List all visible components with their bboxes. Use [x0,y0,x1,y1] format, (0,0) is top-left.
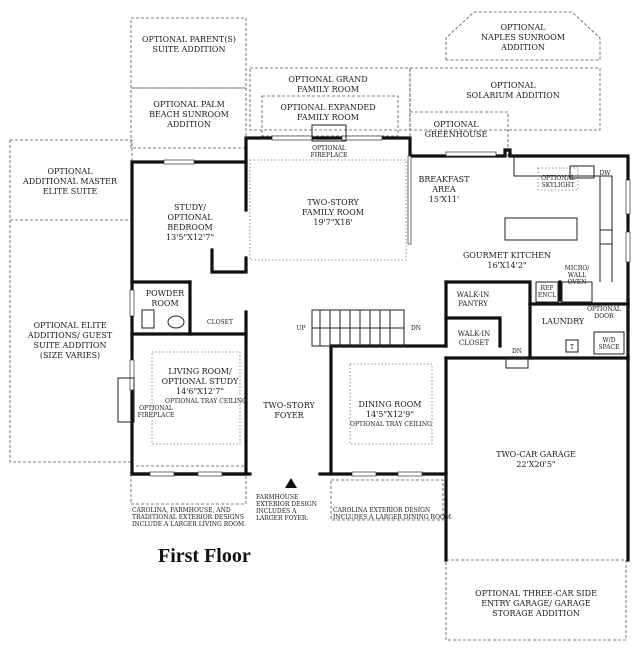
optional-additions [9,11,627,641]
label-up: UP [296,325,305,332]
room-labels: OPTIONAL PARENT(S)SUITE ADDITION OPTIONA… [22,23,621,618]
label-dn: DN [411,325,421,332]
label-t: T [570,344,574,351]
label-dw: DW [600,170,612,177]
windows [129,135,631,477]
walls [130,136,630,562]
fixtures [117,124,625,488]
label-parents-suite: OPTIONAL PARENT(S)SUITE ADDITION [142,35,236,54]
label-dn-garage: DN [512,348,522,355]
label-living-tray: OPTIONAL TRAY CEILING [165,398,247,405]
floor-title: First Floor [158,545,251,567]
label-laundry: LAUNDRY [542,317,585,326]
label-dining-tray: OPTIONAL TRAY CEILING [350,421,432,428]
label-closet: CLOSET [207,319,233,326]
